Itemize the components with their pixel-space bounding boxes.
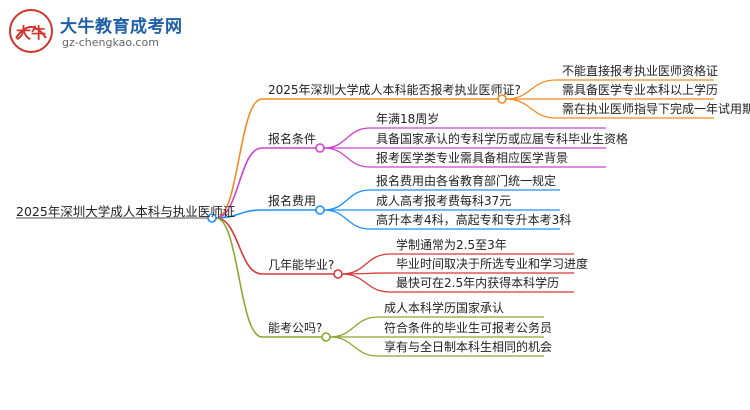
- branch-0-connector: [215, 98, 263, 219]
- branch-1-node: [315, 143, 325, 153]
- logo-mark-icon: 大牛: [9, 9, 53, 53]
- branch-1-connector: [215, 147, 263, 219]
- branch-1-child-0-connector: [323, 127, 371, 149]
- branch-0-child-0-label: 不能直接报考执业医师资格证: [562, 64, 719, 78]
- branch-0-node: [497, 94, 507, 104]
- root-node: [207, 213, 217, 223]
- site-title: 大牛教育成考网: [60, 17, 183, 37]
- branch-4-label: 能考公吗?: [268, 321, 323, 335]
- branch-3-child-2-connector: [341, 273, 391, 293]
- branch-1-child-0-label: 年满18周岁: [376, 112, 440, 126]
- branch-2-child-1-label: 成人高考报考费每科37元: [376, 194, 512, 208]
- branch-3-child-2-label: 最快可在2.5年内获得本科学历: [396, 276, 560, 290]
- branch-4-child-1-label: 符合条件的毕业生可报考公务员: [384, 321, 553, 335]
- branch-1-child-2-label: 报考医学类专业需具备相应医学背景: [376, 151, 569, 165]
- branch-4-child-2-connector: [329, 336, 379, 357]
- branch-4-connector: [215, 217, 263, 338]
- branch-3-child-1-label: 毕业时间取决于所选专业和学习进度: [396, 257, 589, 271]
- branch-1-child-1-label: 具备国家承认的专科学历或应届专科毕业生资格: [376, 132, 629, 146]
- branch-2-child-2-label: 高升本考4科，高起专和专升本考3科: [376, 213, 572, 227]
- site-logo[interactable]: 大牛 大牛教育成考网 gz-chengkao.com: [8, 8, 208, 56]
- branch-2-label: 报名费用: [268, 194, 317, 208]
- branch-0-child-2-connector: [505, 98, 557, 119]
- branch-2-child-2-connector: [323, 209, 371, 230]
- site-url: gz-chengkao.com: [62, 36, 159, 49]
- branch-2-connector: [215, 209, 263, 219]
- branch-0-child-1-label: 需具备医学专业本科以上学历: [562, 83, 719, 97]
- branch-4-node: [321, 332, 331, 342]
- logo-mark-text: 大牛: [16, 24, 46, 42]
- branch-3-label: 几年能毕业?: [268, 258, 335, 272]
- branch-1-child-2-connector: [323, 147, 371, 168]
- branch-0-label: 2025年深圳大学成人本科能否报考执业医师证?: [268, 83, 521, 97]
- mindmap-root: 2025年深圳大学成人本科与执业医师证: [16, 204, 236, 219]
- branch-1-label: 报名条件: [268, 132, 317, 146]
- branch-4-child-0-connector: [329, 316, 379, 338]
- branch-0-child-2-label: 需在执业医师指导下完成一年试用期: [562, 102, 750, 116]
- branch-2-child-0-label: 报名费用由各省教育部门统一规定: [376, 174, 557, 188]
- branch-2-child-0-connector: [323, 189, 371, 211]
- branch-3-node: [333, 269, 343, 279]
- branch-3-child-0-label: 学制通常为2.5至3年: [396, 238, 507, 252]
- branch-2-node: [315, 205, 325, 215]
- branch-4-child-2-label: 享有与全日制本科生相同的机会: [384, 340, 553, 354]
- branch-3-connector: [215, 217, 263, 275]
- branch-4-child-0-label: 成人本科学历国家承认: [384, 301, 505, 315]
- branch-3-child-0-connector: [341, 253, 391, 275]
